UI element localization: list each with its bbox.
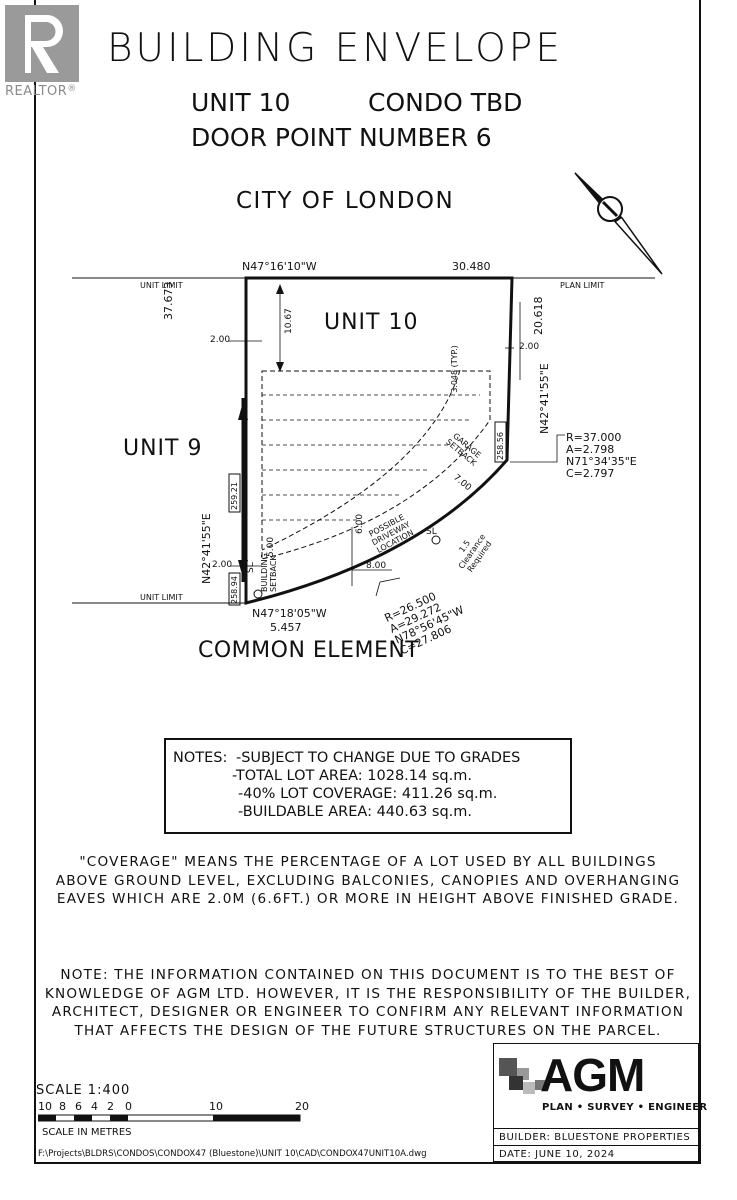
sl-marker-left <box>253 589 263 599</box>
scale-tick: 10 <box>209 1100 223 1113</box>
disclaimer-line: THAT AFFECTS THE DESIGN OF THE FUTURE ST… <box>74 1022 662 1039</box>
sl-label-left: SL <box>246 562 256 573</box>
disclaimer-line: ARCHITECT, DESIGNER OR ENGINEER TO CONFI… <box>51 1004 685 1020</box>
dim-2-00-bottom: 2.00 <box>212 560 233 570</box>
right-length: 20.618 <box>532 296 545 336</box>
note-item: -BUILDABLE AREA: 440.63 sq.m. <box>238 804 473 820</box>
top-length: 30.480 <box>452 260 491 273</box>
bottom-length: 5.457 <box>270 621 302 634</box>
unit9-label: UNIT 9 <box>123 436 203 461</box>
disclaimer: NOTE: THE INFORMATION CONTAINED ON THIS … <box>36 966 700 1040</box>
plan-limit-label: PLAN LIMIT <box>560 281 605 290</box>
site-plan-drawing <box>72 276 655 606</box>
realtor-r-icon <box>5 5 79 82</box>
dim-2-00-top-left: 2.00 <box>210 335 231 345</box>
dim-2-00-right: 2.00 <box>519 342 540 352</box>
scale-unit-label: SCALE IN METRES <box>42 1127 132 1138</box>
dim-10-67: 10.67 <box>284 308 294 334</box>
scale-tick: 10 <box>38 1100 52 1113</box>
drawing-date: DATE: JUNE 10, 2024 <box>499 1149 615 1160</box>
curve1-data: R=37.000 A=2.798 N71°34'35"E C=2.797 <box>566 432 637 480</box>
note-item: -SUBJECT TO CHANGE DUE TO GRADES <box>236 750 521 766</box>
north-arrow-icon <box>574 172 663 275</box>
notes-box: NOTES: -SUBJECT TO CHANGE DUE TO GRADES … <box>164 738 572 834</box>
left-bearing: N42°41'55"E <box>200 513 213 584</box>
note-item: -TOTAL LOT AREA: 1028.14 sq.m. <box>232 768 472 784</box>
unit-limit-label-top: UNIT LIMIT <box>140 281 183 290</box>
unit-limit-label-bottom: UNIT LIMIT <box>140 593 183 602</box>
frame-left-border <box>34 0 36 1164</box>
dim-5-00: 5.00 <box>266 536 276 557</box>
scale-tick: 20 <box>295 1100 309 1113</box>
dim-8-00: 8.00 <box>366 561 387 571</box>
sl-label-right: SL <box>426 527 437 537</box>
elev-258-56: 258.56 <box>496 432 505 460</box>
frame-bottom-border <box>34 1162 701 1164</box>
disclaimer-line: KNOWLEDGE OF AGM LTD. HOWEVER, IT IS THE… <box>44 985 692 1002</box>
scale-label: SCALE 1:400 <box>36 1083 131 1098</box>
scale-tick: 6 <box>75 1100 82 1113</box>
scale-ticks: 10 8 6 4 2 0 10 20 <box>38 1100 318 1114</box>
right-bearing: N42°41'55"E <box>538 363 551 434</box>
door-point-number: DOOR POINT NUMBER 6 <box>191 123 492 152</box>
typ-label: 3.048 (TYP.) <box>450 345 459 393</box>
date-row: DATE: JUNE 10, 2024 <box>494 1145 698 1162</box>
dim-6-00: 6.00 <box>355 513 365 534</box>
note-item: -40% LOT COVERAGE: 411.26 sq.m. <box>238 786 498 802</box>
coverage-line: EAVES WHICH ARE 2.0M (6.6FT.) OR MORE IN… <box>56 891 680 907</box>
builder-name: BUILDER: BLUESTONE PROPERTIES <box>499 1132 691 1143</box>
realtor-text: REALTOR <box>5 84 68 99</box>
unit-number: UNIT 10 <box>191 88 291 117</box>
elev-258-94: 258.94 <box>230 576 239 604</box>
sl-marker-right <box>431 535 441 545</box>
building-setback-label: BUILDING SETBACK <box>260 553 278 592</box>
city-name: CITY OF LONDON <box>236 188 455 214</box>
title-block: AGM PLAN • SURVEY • ENGINEER BUILDER: BL… <box>493 1043 707 1162</box>
curve1-chord: C=2.797 <box>566 467 615 480</box>
scale-tick: 2 <box>107 1100 114 1113</box>
scale-bar <box>38 1114 301 1122</box>
disclaimer-line: NOTE: THE INFORMATION CONTAINED ON THIS … <box>60 967 676 983</box>
building-envelope <box>261 370 491 560</box>
elev-259-21: 259.21 <box>230 482 239 510</box>
garage-setback-line <box>261 369 461 551</box>
agm-logo-mark <box>499 1058 545 1094</box>
coverage-line: ABOVE GROUND LEVEL, EXCLUDING BALCONIES,… <box>55 872 681 889</box>
coverage-line: "COVERAGE" MEANS THE PERCENTAGE OF A LOT… <box>79 854 657 870</box>
lot-boundary <box>244 276 514 605</box>
unit10-label: UNIT 10 <box>324 310 419 335</box>
file-path: F:\Projects\BLDRS\CONDOS\CONDOX47 (Blues… <box>38 1149 427 1159</box>
frame-right-border <box>699 0 701 1164</box>
agm-logo-text: AGM <box>540 1049 645 1101</box>
agm-tagline: PLAN • SURVEY • ENGINEER <box>542 1102 708 1113</box>
curve1-bearing: N71°34'35"E <box>566 455 637 468</box>
realtor-logo: REALTOR® <box>5 5 79 99</box>
registered-mark: ® <box>67 84 77 94</box>
builder-row: BUILDER: BLUESTONE PROPERTIES <box>494 1128 698 1146</box>
scale-tick: 8 <box>59 1100 66 1113</box>
scale-tick: 4 <box>91 1100 98 1113</box>
common-element-label: COMMON ELEMENT <box>198 638 420 663</box>
curve1-radius: R=37.000 <box>566 431 622 444</box>
curve1-arc: A=2.798 <box>566 443 615 456</box>
drawing-title: BUILDING ENVELOPE <box>107 26 563 71</box>
scale-tick: 0 <box>125 1100 132 1113</box>
bottom-bearing: N47°18'05"W <box>252 607 327 620</box>
coverage-definition: "COVERAGE" MEANS THE PERCENTAGE OF A LOT… <box>36 853 700 909</box>
top-bearing: N47°16'10"W <box>242 260 317 273</box>
notes-heading: NOTES: <box>173 750 228 766</box>
left-length-upper: 37.673 <box>162 281 175 321</box>
envelope-hatch <box>262 394 480 521</box>
condo-label: CONDO TBD <box>368 88 523 117</box>
